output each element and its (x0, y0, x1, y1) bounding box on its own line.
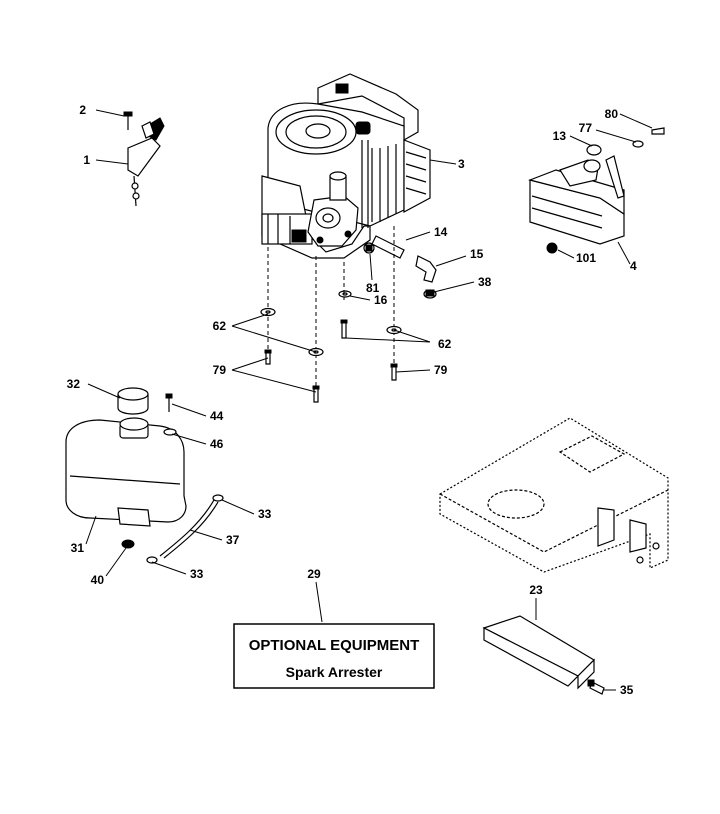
callout-23: 23 (529, 583, 543, 597)
callout-13: 13 (553, 129, 567, 143)
callout-33-lower: 33 (190, 567, 204, 581)
heat-shield-part (482, 615, 605, 695)
callout-1: 1 (83, 153, 90, 167)
callout-79-right: 79 (434, 363, 448, 377)
callout-77: 77 (579, 121, 593, 135)
callout-40: 40 (91, 573, 105, 587)
muffler-part (528, 127, 665, 254)
callout-3: 3 (458, 157, 465, 171)
callout-37: 37 (226, 533, 240, 547)
callout-2: 2 (79, 103, 86, 117)
callout-35: 35 (620, 683, 634, 697)
callout-62-right: 62 (438, 337, 452, 351)
callout-79-left: 79 (213, 363, 227, 377)
callout-14: 14 (434, 225, 448, 239)
throttle-control-part (123, 111, 165, 207)
callout-29: 29 (307, 567, 321, 581)
callout-46: 46 (210, 437, 224, 451)
callout-15: 15 (470, 247, 484, 261)
leader-lines (85, 109, 653, 691)
callout-16: 16 (374, 293, 388, 307)
callout-33-upper: 33 (258, 507, 272, 521)
callout-4: 4 (630, 259, 637, 273)
engine-part (261, 73, 431, 259)
mount-guide-lines (267, 226, 395, 396)
oil-drain-assembly (338, 235, 437, 299)
callout-31: 31 (71, 541, 85, 555)
mount-hardware (231, 307, 431, 403)
optional-equipment-subtitle: Spark Arrester (286, 664, 383, 680)
optional-equipment-box: OPTIONAL EQUIPMENT Spark Arrester (233, 623, 435, 689)
callout-38: 38 (478, 275, 492, 289)
callout-80: 80 (605, 107, 619, 121)
callout-44: 44 (210, 409, 224, 423)
callout-101: 101 (576, 251, 596, 265)
callout-32: 32 (67, 377, 81, 391)
fuel-tank-part (65, 387, 224, 564)
callout-labels: 2 1 3 80 77 13 101 4 14 15 38 81 16 62 6… (67, 103, 637, 697)
callout-62-left: 62 (213, 319, 227, 333)
callout-81: 81 (366, 281, 380, 295)
engine-mount-frame (439, 417, 669, 573)
optional-equipment-title: OPTIONAL EQUIPMENT (249, 637, 420, 654)
